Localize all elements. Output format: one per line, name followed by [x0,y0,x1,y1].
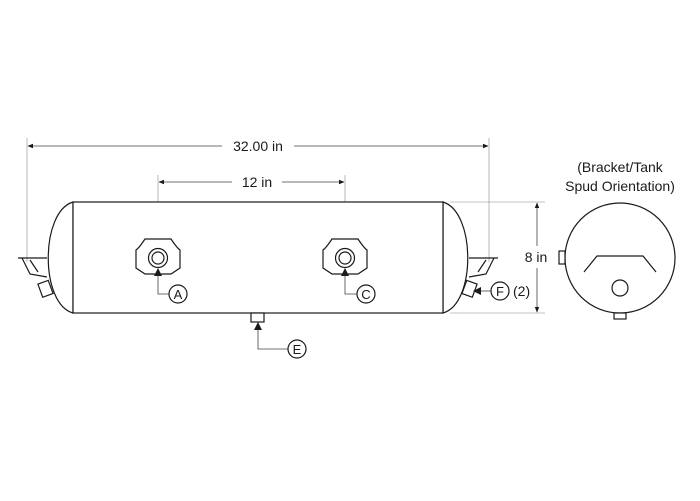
port-a [135,238,181,275]
callout-a: A [154,268,188,304]
port-c [322,238,368,275]
callout-f-letter: F [496,284,504,299]
callout-c-bubble [356,284,376,304]
tank-left-end-cap [47,201,74,314]
side-view-side-spud [558,250,566,265]
side-view-title-line1: (Bracket/Tank [577,159,664,175]
port-c-inner-ring [338,251,352,265]
diameter-label: 8 in [525,249,548,265]
port-spacing-label: 12 in [242,174,272,190]
side-view-bottom-spud [613,312,627,320]
overall-length-label: 32.00 in [233,138,283,154]
callout-f-quantity: (2) [513,283,530,299]
callout-a-letter: A [174,287,183,302]
port-a-inner-ring [151,251,165,265]
callout-e-letter: E [293,342,302,357]
left-head-spud [37,279,54,299]
callout-a-bubble [168,284,188,304]
side-view: (Bracket/Tank Spud Orientation) [558,159,676,320]
tank-body [47,201,469,314]
bottom-spud [250,312,265,323]
tank-shell [72,201,444,314]
callout-e-bubble [287,339,307,359]
callout-c-letter: C [361,287,370,302]
callout-e: E [254,322,307,359]
side-view-spud-port [611,279,629,297]
callout-f-bubble [490,281,510,301]
callout-c: C [341,268,376,304]
overall-length-dimension: 32.00 in [26,138,490,262]
left-bracket [18,257,48,278]
right-bracket [468,257,498,278]
diameter-dimension: 8 in [450,201,548,314]
tank-right-end-cap [442,201,469,314]
side-view-bracket [583,255,657,273]
side-view-title-line2: Spud Orientation) [565,178,675,194]
callout-f: F (2) [473,281,530,301]
